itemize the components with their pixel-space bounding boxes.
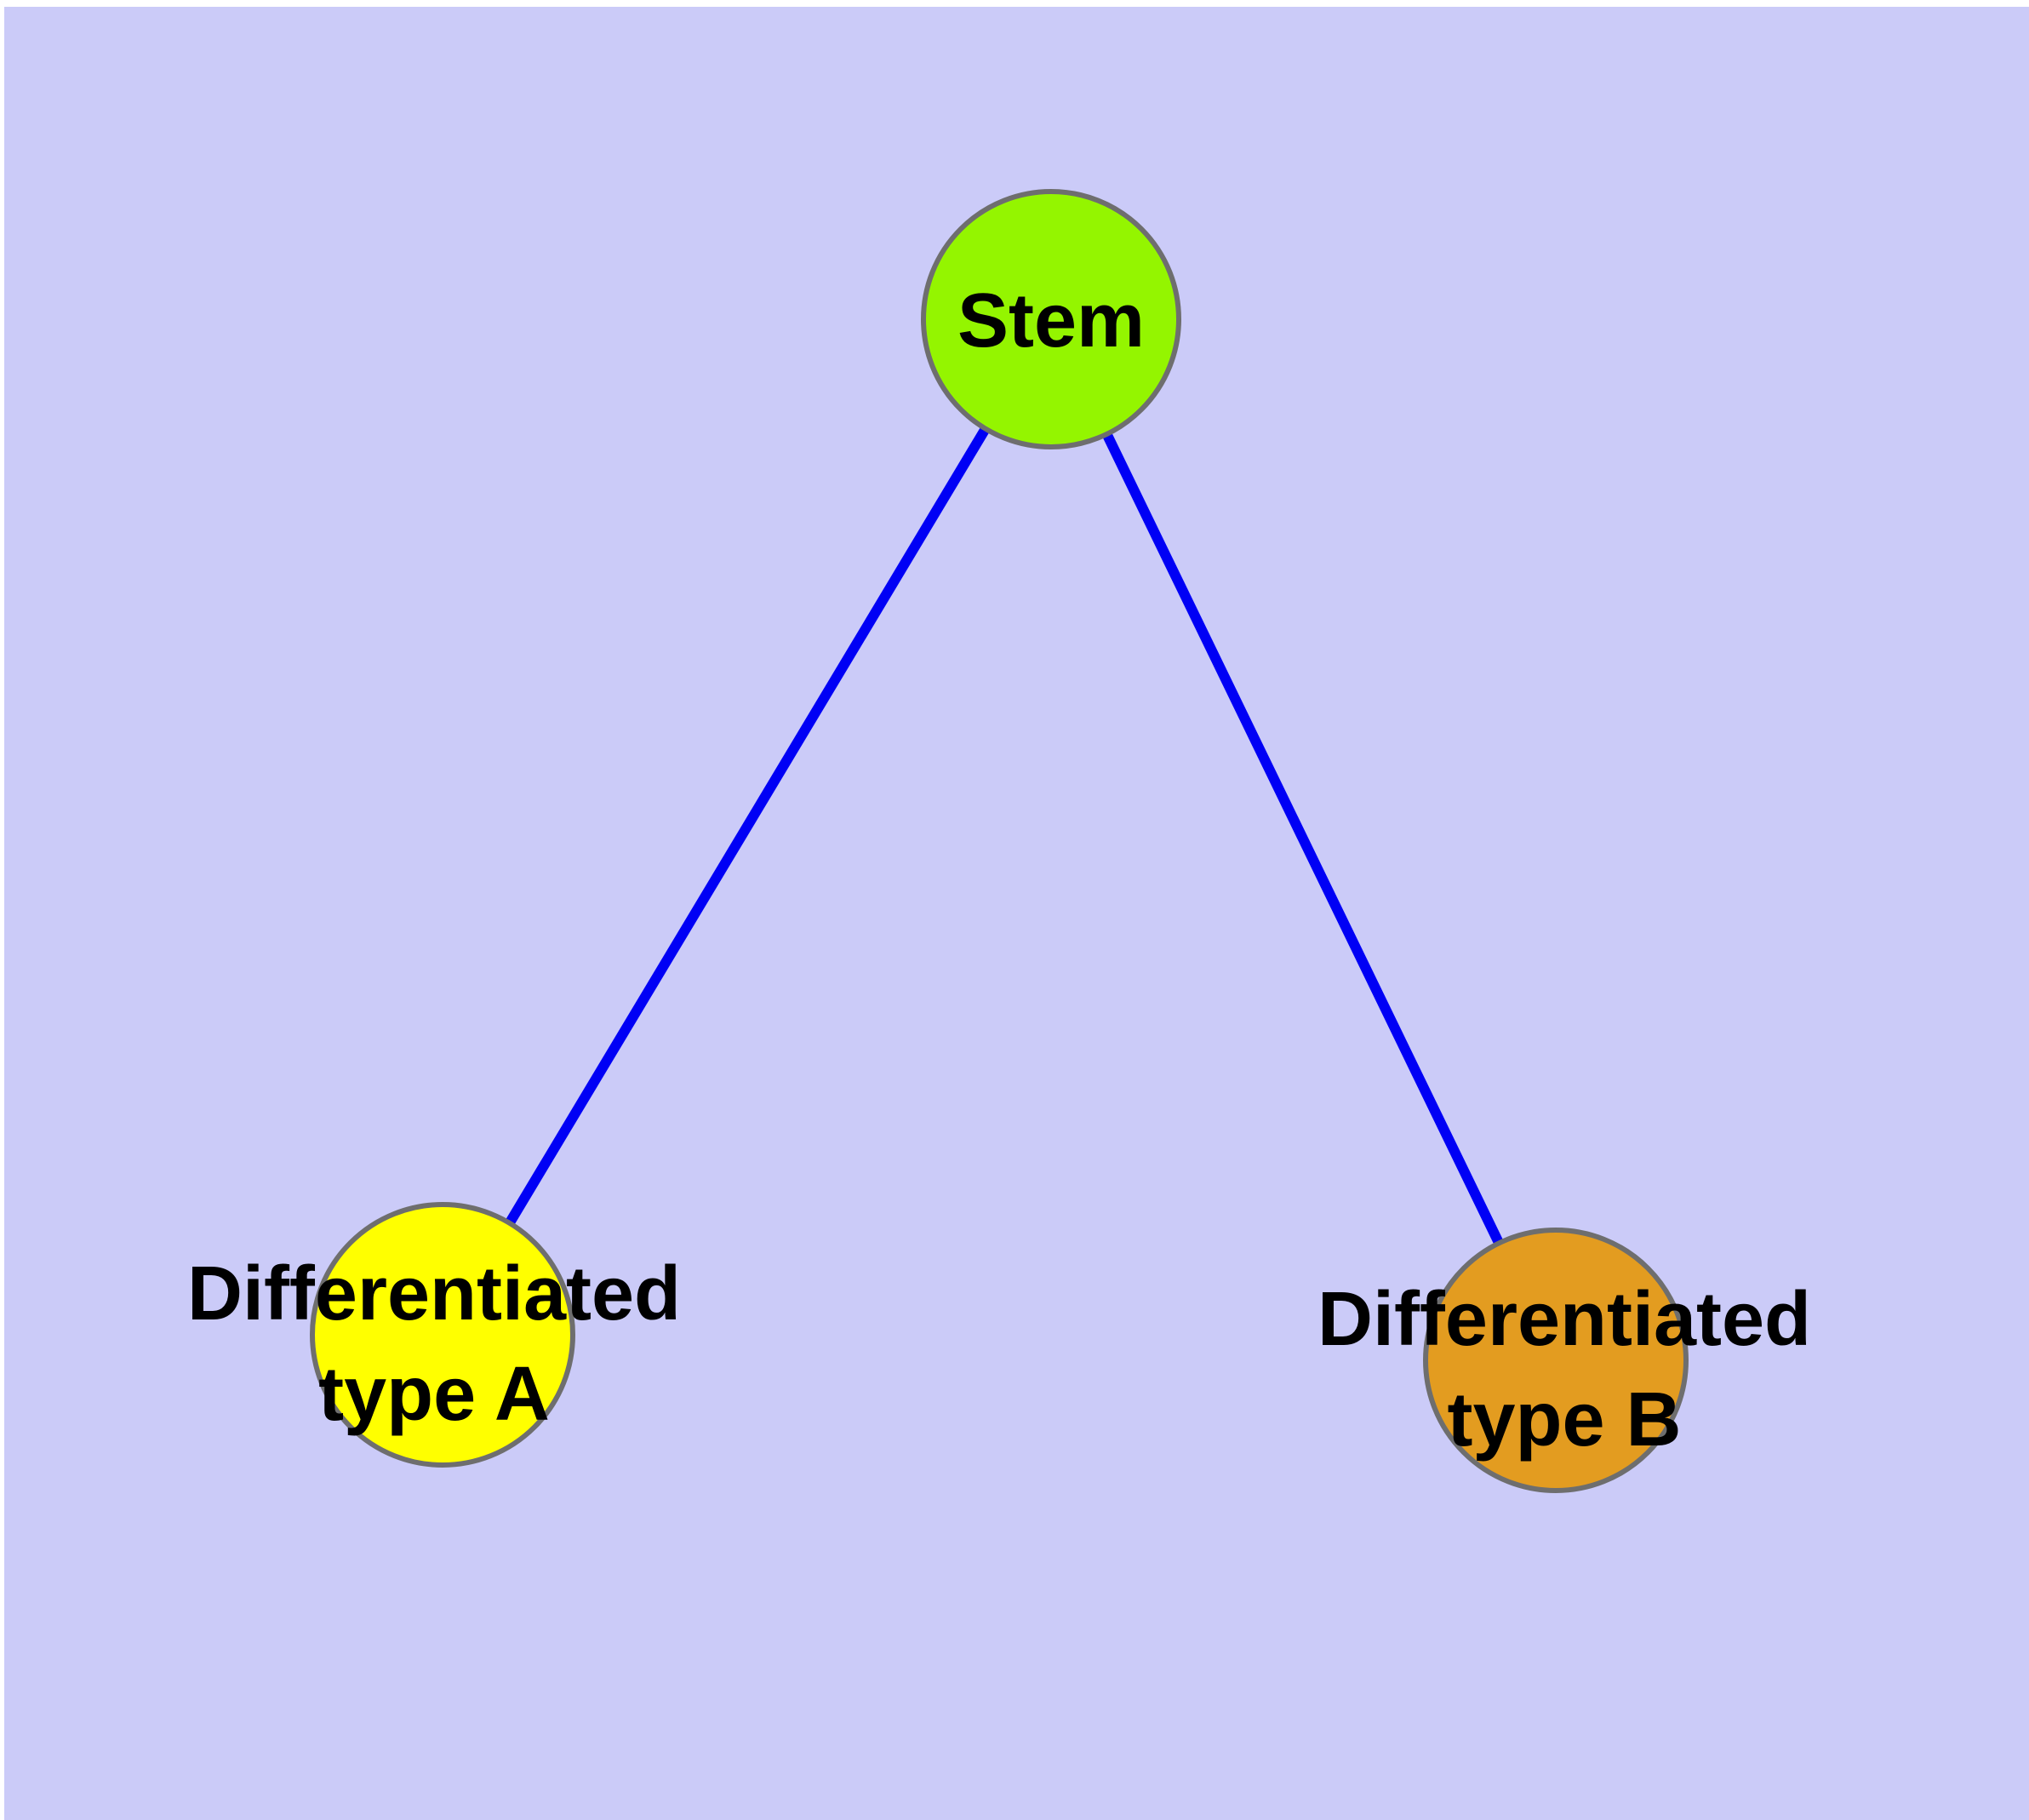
- edge-group: [437, 316, 1561, 1363]
- label-group: Stem Differentiated type A Differentiate…: [187, 278, 1811, 1462]
- node-stem-circle: [921, 189, 1181, 449]
- node-type-b-label-line1: Differentiated: [1317, 1277, 1811, 1362]
- edge-stem-to-type-b: [1046, 317, 1561, 1363]
- node-group: [310, 189, 1689, 1493]
- node-type-a-label-line2: type A: [318, 1352, 550, 1437]
- node-type-a-label-line1: Differentiated: [187, 1251, 681, 1336]
- node-type-b-label-line2: type B: [1447, 1377, 1681, 1462]
- edge-stem-to-type-a: [437, 316, 1056, 1338]
- node-type-a-circle: [310, 1202, 575, 1468]
- node-type-b-circle: [1423, 1228, 1689, 1493]
- node-stem-label: Stem: [957, 278, 1145, 363]
